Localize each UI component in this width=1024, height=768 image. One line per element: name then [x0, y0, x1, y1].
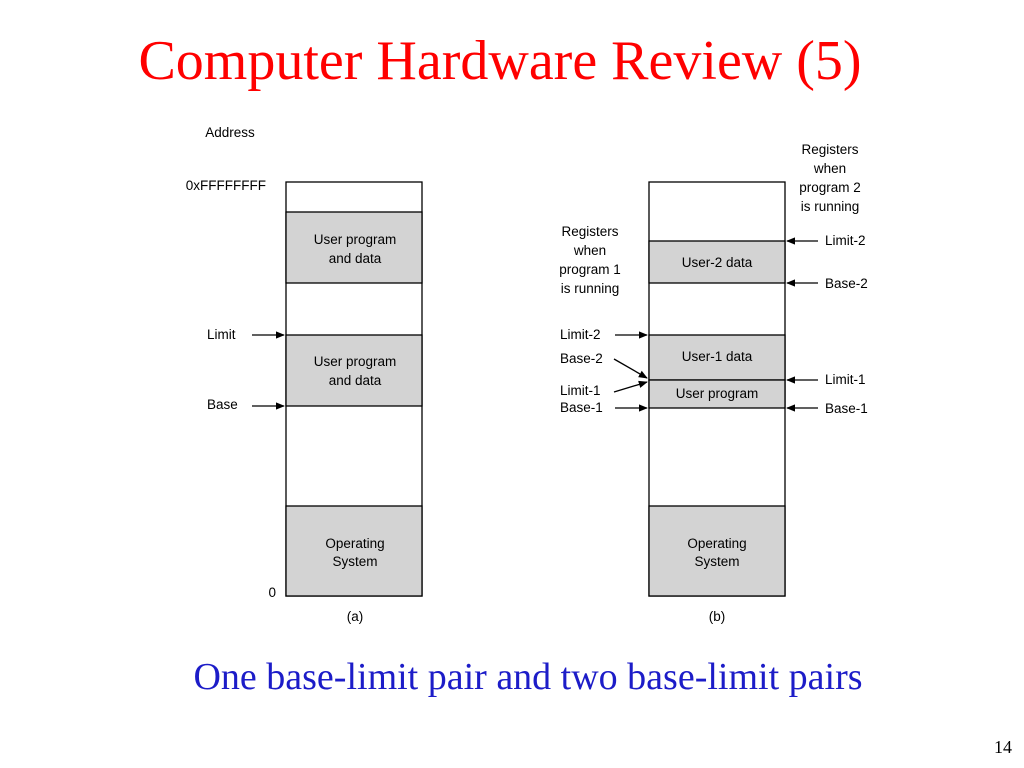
left-base2-arrow: [613, 358, 648, 379]
bottom-address-label: 0: [268, 585, 276, 600]
limit-register-label: Limit: [207, 327, 236, 342]
user1-data-segment: [648, 334, 786, 381]
left-limit2-label: Limit-2: [560, 327, 601, 342]
left-base1-label: Base-1: [560, 400, 603, 415]
os-label-a-line1: Operating: [325, 536, 384, 551]
left-note-line2: when: [573, 243, 606, 258]
left-limit1-label: Limit-1: [560, 383, 601, 398]
right-limit1-label: Limit-1: [825, 372, 866, 387]
left-note-line4: is running: [561, 281, 620, 296]
right-base1-label: Base-1: [825, 401, 868, 416]
user2-data-segment: [648, 240, 786, 284]
panel-b: User-2 data User-1 data User program Ope…: [559, 142, 868, 624]
caption-a: (a): [347, 609, 364, 624]
segment1-label-line2: and data: [329, 251, 382, 266]
page-number: 14: [994, 737, 1012, 757]
right-note-line3: program 2: [799, 180, 861, 195]
os-label-a-line2: System: [332, 554, 377, 569]
top-address-label: 0xFFFFFFFF: [186, 178, 266, 193]
user-program-segment-b: [648, 379, 786, 409]
right-note-line4: is running: [801, 199, 860, 214]
user2-data-label: User-2 data: [682, 255, 753, 270]
caption-b: (b): [709, 609, 726, 624]
left-note-line3: program 1: [559, 262, 621, 277]
os-label-b-line2: System: [694, 554, 739, 569]
left-note-line1: Registers: [561, 224, 618, 239]
address-header: Address: [205, 125, 255, 140]
panel-a: Address 0xFFFFFFFF 0 User program and da…: [186, 125, 423, 624]
left-limit1-arrow: [613, 380, 648, 393]
base-register-label: Base: [207, 397, 238, 412]
segment1-label-line1: User program: [314, 232, 397, 247]
user-program-label-b: User program: [676, 386, 759, 401]
segment2-label-line2: and data: [329, 373, 382, 388]
user1-data-label: User-1 data: [682, 349, 753, 364]
right-limit2-label: Limit-2: [825, 233, 866, 248]
segment2-label-line1: User program: [314, 354, 397, 369]
slide-subtitle: One base-limit pair and two base-limit p…: [193, 656, 863, 698]
user-program-segment-active: [285, 334, 423, 407]
user-program-segment-upper: [285, 211, 423, 284]
right-note-line2: when: [813, 161, 846, 176]
right-note-line1: Registers: [801, 142, 858, 157]
left-base2-label: Base-2: [560, 351, 603, 366]
os-label-b-line1: Operating: [687, 536, 746, 551]
slide-title: Computer Hardware Review (5): [138, 30, 862, 92]
right-base2-label: Base-2: [825, 276, 868, 291]
operating-system-segment-a: [285, 505, 423, 597]
operating-system-segment-b: [648, 505, 786, 597]
